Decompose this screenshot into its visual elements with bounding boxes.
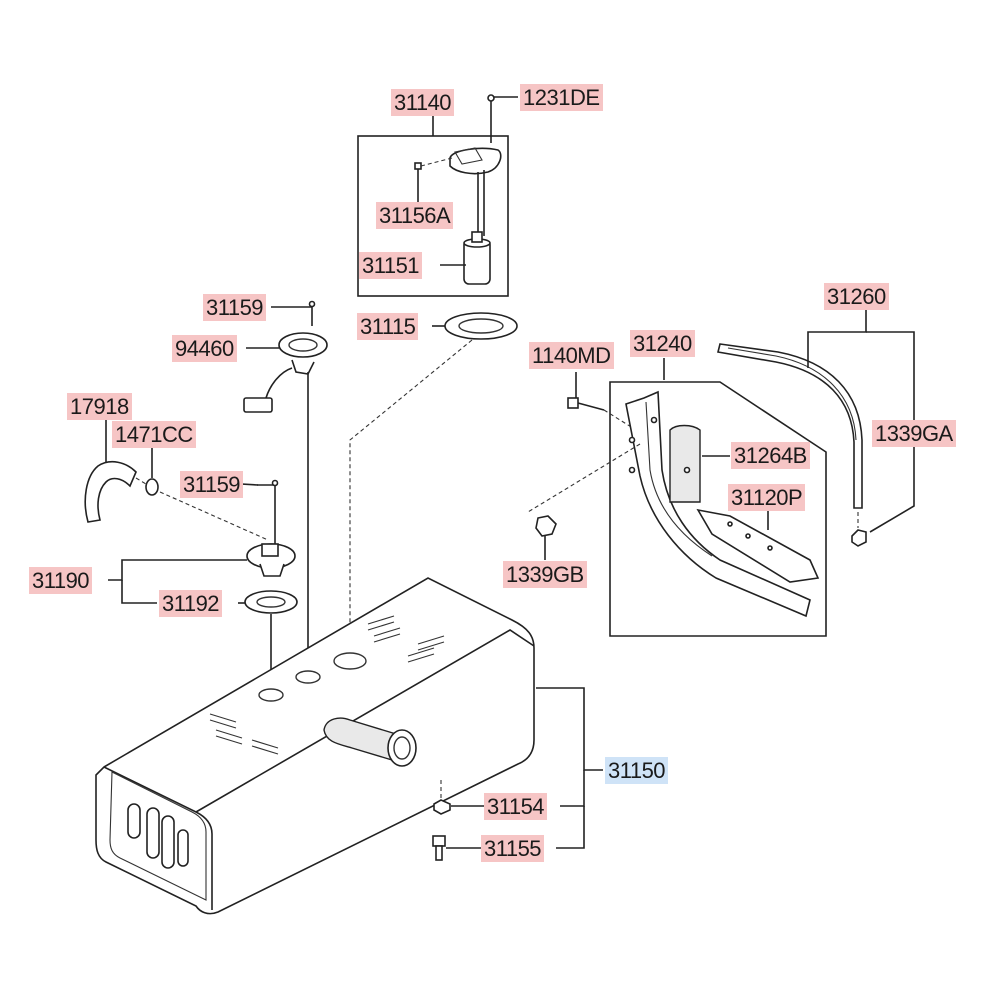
hose-icon: [84, 460, 137, 523]
callout-1339GB[interactable]: 1339GB: [503, 561, 587, 588]
callout-31115[interactable]: 31115: [357, 313, 419, 340]
callout-1339GA[interactable]: 1339GA: [872, 420, 956, 447]
callout-31154[interactable]: 31154: [484, 793, 548, 820]
callout-31156A[interactable]: 31156A: [376, 202, 454, 229]
bracket-31240: [625, 390, 811, 618]
callout-31159-lower[interactable]: 31159: [180, 471, 244, 498]
sender-assembly-group: [357, 94, 518, 297]
callout-31159-upper[interactable]: 31159: [203, 294, 267, 321]
callout-31140[interactable]: 31140: [391, 89, 455, 116]
callout-1231DE[interactable]: 1231DE: [520, 84, 603, 111]
bracket-assembly-group: [527, 358, 827, 637]
nut-icon: [433, 799, 451, 815]
strip-31120P: [696, 508, 820, 583]
callout-94460[interactable]: 94460: [172, 335, 237, 362]
bolt-icon: [567, 397, 579, 409]
callout-31260[interactable]: 31260: [824, 283, 889, 310]
callout-31192[interactable]: 31192: [159, 590, 223, 617]
callout-31150[interactable]: 31150: [605, 757, 669, 784]
callout-31151[interactable]: 31151: [359, 252, 423, 279]
callout-31190[interactable]: 31190: [29, 567, 93, 594]
callout-1140MD[interactable]: 1140MD: [529, 342, 614, 369]
nut-icon: [851, 529, 867, 547]
clamp-icon: [145, 478, 159, 496]
callout-31240[interactable]: 31240: [630, 330, 695, 357]
bolt-icon: [432, 835, 446, 847]
callout-1471CC[interactable]: 1471CC: [112, 421, 196, 448]
callout-31155[interactable]: 31155: [481, 835, 545, 862]
nut-icon: [535, 515, 557, 537]
bracket-assembly-box: [609, 381, 827, 637]
strap-31260: [717, 310, 915, 547]
callout-17918[interactable]: 17918: [67, 393, 132, 420]
pad-31264B: [669, 424, 701, 503]
callout-31120P[interactable]: 31120P: [728, 484, 806, 511]
connector-icon: [243, 397, 273, 413]
callout-31264B[interactable]: 31264B: [731, 442, 810, 469]
fuel-tank-31150: [95, 577, 535, 915]
